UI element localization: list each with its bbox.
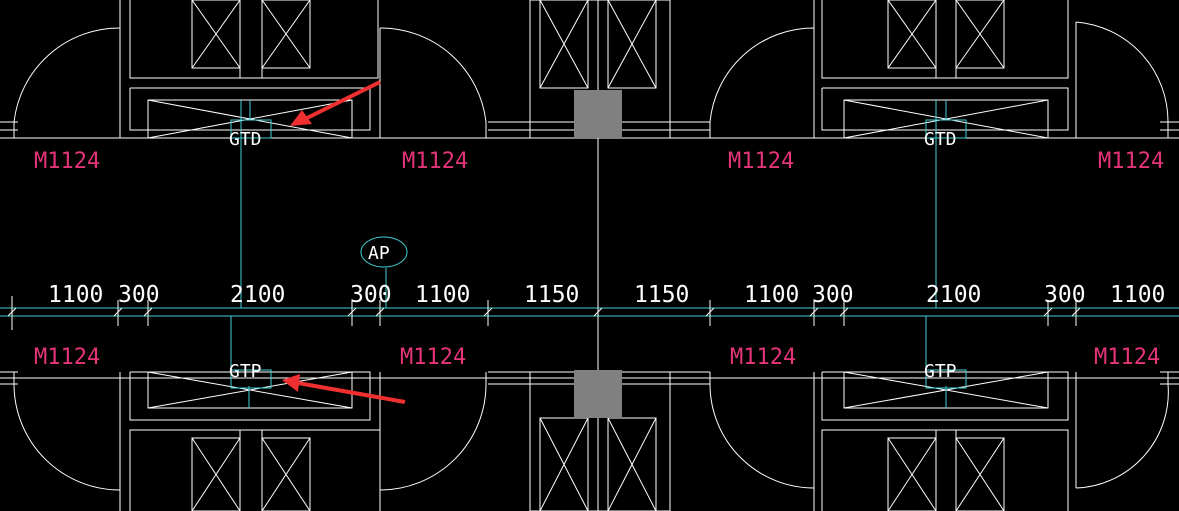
dimension-label: 1150 <box>634 282 689 308</box>
dimension-label: 1100 <box>48 282 103 308</box>
door-mark: M1124 <box>1094 345 1160 370</box>
dimension-label: 1150 <box>524 282 579 308</box>
dimension-labels: 1100 300 2100 300 1100 1150 1150 1100 30… <box>48 282 1165 308</box>
column-top <box>574 90 622 138</box>
dimension-label: 1100 <box>415 282 470 308</box>
annotation-arrows <box>282 80 406 404</box>
door-mark: M1124 <box>730 345 796 370</box>
dimension-label: 2100 <box>926 282 981 308</box>
dimension-label: 1100 <box>744 282 799 308</box>
equipment-labels: GTD GTD GTP GTP AP <box>229 129 957 382</box>
dimension-label: 300 <box>118 282 160 308</box>
pipe-network <box>0 100 1179 408</box>
door-marks: M1124 M1124 M1124 M1124 M1124 M1124 M112… <box>34 149 1164 370</box>
dimension-label: 300 <box>812 282 854 308</box>
door-mark: M1124 <box>402 149 468 174</box>
arrow-head-icon <box>290 110 312 126</box>
column-bottom <box>574 370 622 418</box>
arrow-head-icon <box>282 374 300 392</box>
door-mark: M1124 <box>34 345 100 370</box>
dimension-ticks <box>7 296 1081 330</box>
door-swings <box>13 21 1169 491</box>
gtd-label: GTD <box>229 129 262 150</box>
arrow-top-shaft <box>304 80 381 121</box>
gtp-label: GTP <box>229 361 262 382</box>
dimension-label: 1100 <box>1110 282 1165 308</box>
arrow-bottom-shaft <box>297 381 406 404</box>
gtp-label: GTP <box>924 361 957 382</box>
door-mark: M1124 <box>728 149 794 174</box>
door-mark: M1124 <box>400 345 466 370</box>
door-mark: M1124 <box>34 149 100 174</box>
dimension-label: 2100 <box>230 282 285 308</box>
dimension-label: 300 <box>1044 282 1086 308</box>
gtd-label: GTD <box>924 129 957 150</box>
ap-tag-label: AP <box>368 243 390 264</box>
door-mark: M1124 <box>1098 149 1164 174</box>
dimension-label: 300 <box>350 282 392 308</box>
